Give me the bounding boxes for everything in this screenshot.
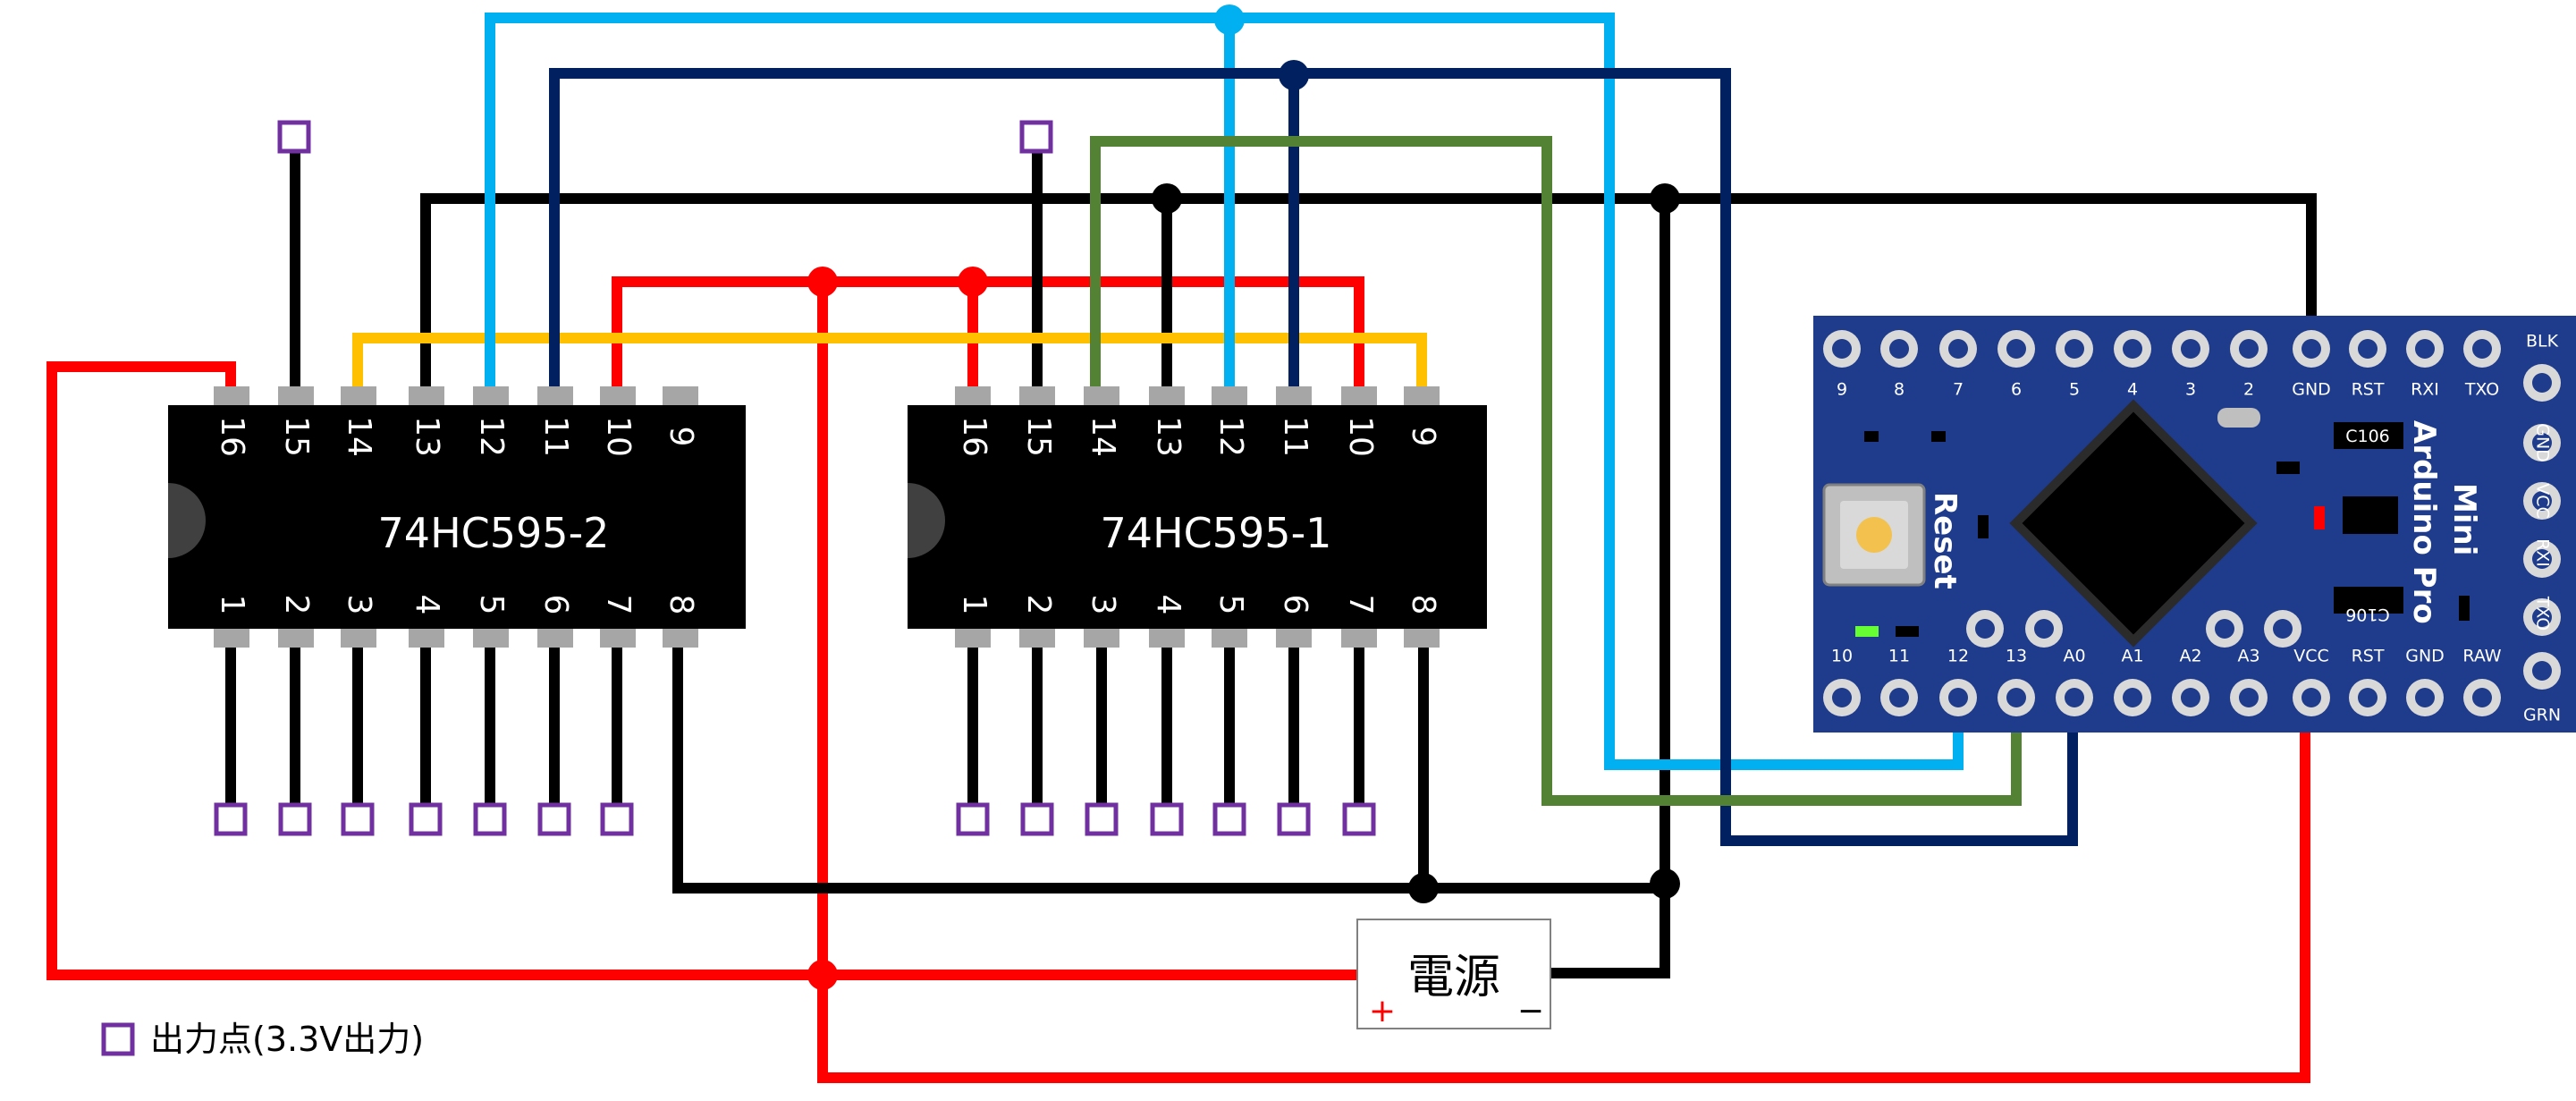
wire-gnd-pin8-rail xyxy=(672,637,1670,894)
chip-label: 74HC595-2 xyxy=(378,509,610,557)
arduino-pin-label: 12 xyxy=(1947,647,1969,666)
board-name-line2: Mini xyxy=(2446,483,2482,555)
arduino-pin-label: GND xyxy=(2405,647,2445,666)
output-point-legend-icon xyxy=(101,1022,135,1056)
arduino-pin-label: 7 xyxy=(1953,380,1964,400)
chip-pin-number: 2 xyxy=(1020,595,1057,615)
power-label: 電源 xyxy=(1407,951,1500,1004)
legend: 出力点(3.3V出力) xyxy=(101,1020,424,1059)
arduino-pin-label: 11 xyxy=(1888,647,1910,666)
chip-pin-number: 16 xyxy=(214,416,250,457)
chip-pin-number: 13 xyxy=(409,416,445,457)
chip-pin-number: 4 xyxy=(1150,595,1187,615)
chip-pin-number: 9 xyxy=(663,427,699,447)
chip-pin-number: 10 xyxy=(600,416,637,457)
arduino-pin-label: 9 xyxy=(1837,380,1847,400)
arduino-pin-label: RST xyxy=(2352,380,2385,400)
chip-pin-number: 7 xyxy=(600,595,637,615)
chip-pin-number: 11 xyxy=(1277,416,1313,457)
chip-pin-number: 15 xyxy=(278,416,315,457)
wire-vcc-main-vertical xyxy=(817,276,2310,1083)
wire-data xyxy=(1090,136,2022,806)
chip-pin-number: 8 xyxy=(1405,595,1441,615)
chip-pin-number: 13 xyxy=(1150,416,1187,457)
arduino-pin-label: TXO xyxy=(2464,380,2499,400)
reset-label: Reset xyxy=(1927,492,1963,589)
chip-pin-number: 1 xyxy=(214,595,250,615)
arduino-pin-label: TXO xyxy=(2533,596,2553,631)
arduino-pin-label: RXI xyxy=(2411,380,2439,400)
arduino-pin-label: VCC xyxy=(2293,647,2329,666)
arduino-pin-label: RST xyxy=(2352,647,2385,666)
cap-label-top: C106 xyxy=(2345,427,2390,446)
cap-label-bottom: C106 xyxy=(2345,605,2390,624)
chip-label: 74HC595-1 xyxy=(1101,509,1332,557)
wire-vcc-chip2-pin16 xyxy=(46,361,1378,980)
arduino-pin-label: 5 xyxy=(2069,380,2080,400)
board-name: Arduino Pro xyxy=(2406,420,2442,624)
chip-pin-number: 11 xyxy=(537,416,574,457)
arduino-pin-label: 2 xyxy=(2243,380,2254,400)
arduino-pin-label: 13 xyxy=(2006,647,2027,666)
chip-pin-number: 15 xyxy=(1020,416,1057,457)
arduino-pin-label: A3 xyxy=(2237,647,2259,666)
wire-gnd-top-rail xyxy=(420,193,2317,397)
arduino-pin-label: 3 xyxy=(2185,380,2196,400)
arduino-pin-label: 8 xyxy=(1894,380,1905,400)
power-supply: 電源 + − xyxy=(1356,919,1551,1029)
output-points xyxy=(214,120,1376,836)
chip-pin-number: 2 xyxy=(278,595,315,615)
chip-pin-number: 4 xyxy=(409,595,445,615)
chip-pin-number: 8 xyxy=(663,595,699,615)
arduino-pin-label: VCC xyxy=(2533,483,2553,519)
arduino-pin-label: 4 xyxy=(2127,380,2138,400)
arduino-pin-label: A1 xyxy=(2121,647,2143,666)
legend-text: 出力点(3.3V出力) xyxy=(150,1020,424,1059)
arduino-pin-label: RAW xyxy=(2462,647,2501,666)
chip-pin-number: 6 xyxy=(537,595,574,615)
arduino-pin-label: 10 xyxy=(1831,647,1853,666)
chip-pin-number: 9 xyxy=(1405,427,1441,447)
chip-pin-number: 14 xyxy=(1085,416,1121,457)
chip-pin-number: 6 xyxy=(1277,595,1313,615)
chip-pin-number: 16 xyxy=(956,416,992,457)
arduino-pin-label: 6 xyxy=(2011,380,2022,400)
chip-pin-number: 3 xyxy=(341,595,377,615)
arduino-pin-label: RXI xyxy=(2533,538,2553,567)
arduino-pin-label: GND xyxy=(2292,380,2331,400)
wire-serial-chain xyxy=(352,333,1427,397)
arduino-pin-label: GRN xyxy=(2523,706,2561,725)
chip-pin-number: 10 xyxy=(1342,416,1379,457)
chip-pin-number: 7 xyxy=(1342,595,1379,615)
chip-pin-number: 12 xyxy=(473,416,510,457)
arduino-pin-label: A0 xyxy=(2063,647,2085,666)
chip-pin-number: 3 xyxy=(1085,595,1121,615)
wire-clock xyxy=(549,68,2078,846)
arduino-pin-label: BLK xyxy=(2526,332,2559,351)
chip-pin-number: 1 xyxy=(956,595,992,615)
arduino-pin-label: GND xyxy=(2533,423,2553,462)
power-plus: + xyxy=(1369,993,1396,1029)
chip-pin-number: 5 xyxy=(1212,595,1249,615)
chip-pin-number: 12 xyxy=(1212,416,1249,457)
chip-pin-number: 14 xyxy=(341,416,377,457)
arduino-pin-label: A2 xyxy=(2179,647,2201,666)
junction-dots xyxy=(807,4,1680,990)
chip-pin-number: 5 xyxy=(473,595,510,615)
wire-latch xyxy=(485,13,1964,770)
wire-gnd-vertical xyxy=(1541,193,1670,978)
power-minus: − xyxy=(1517,993,1544,1029)
